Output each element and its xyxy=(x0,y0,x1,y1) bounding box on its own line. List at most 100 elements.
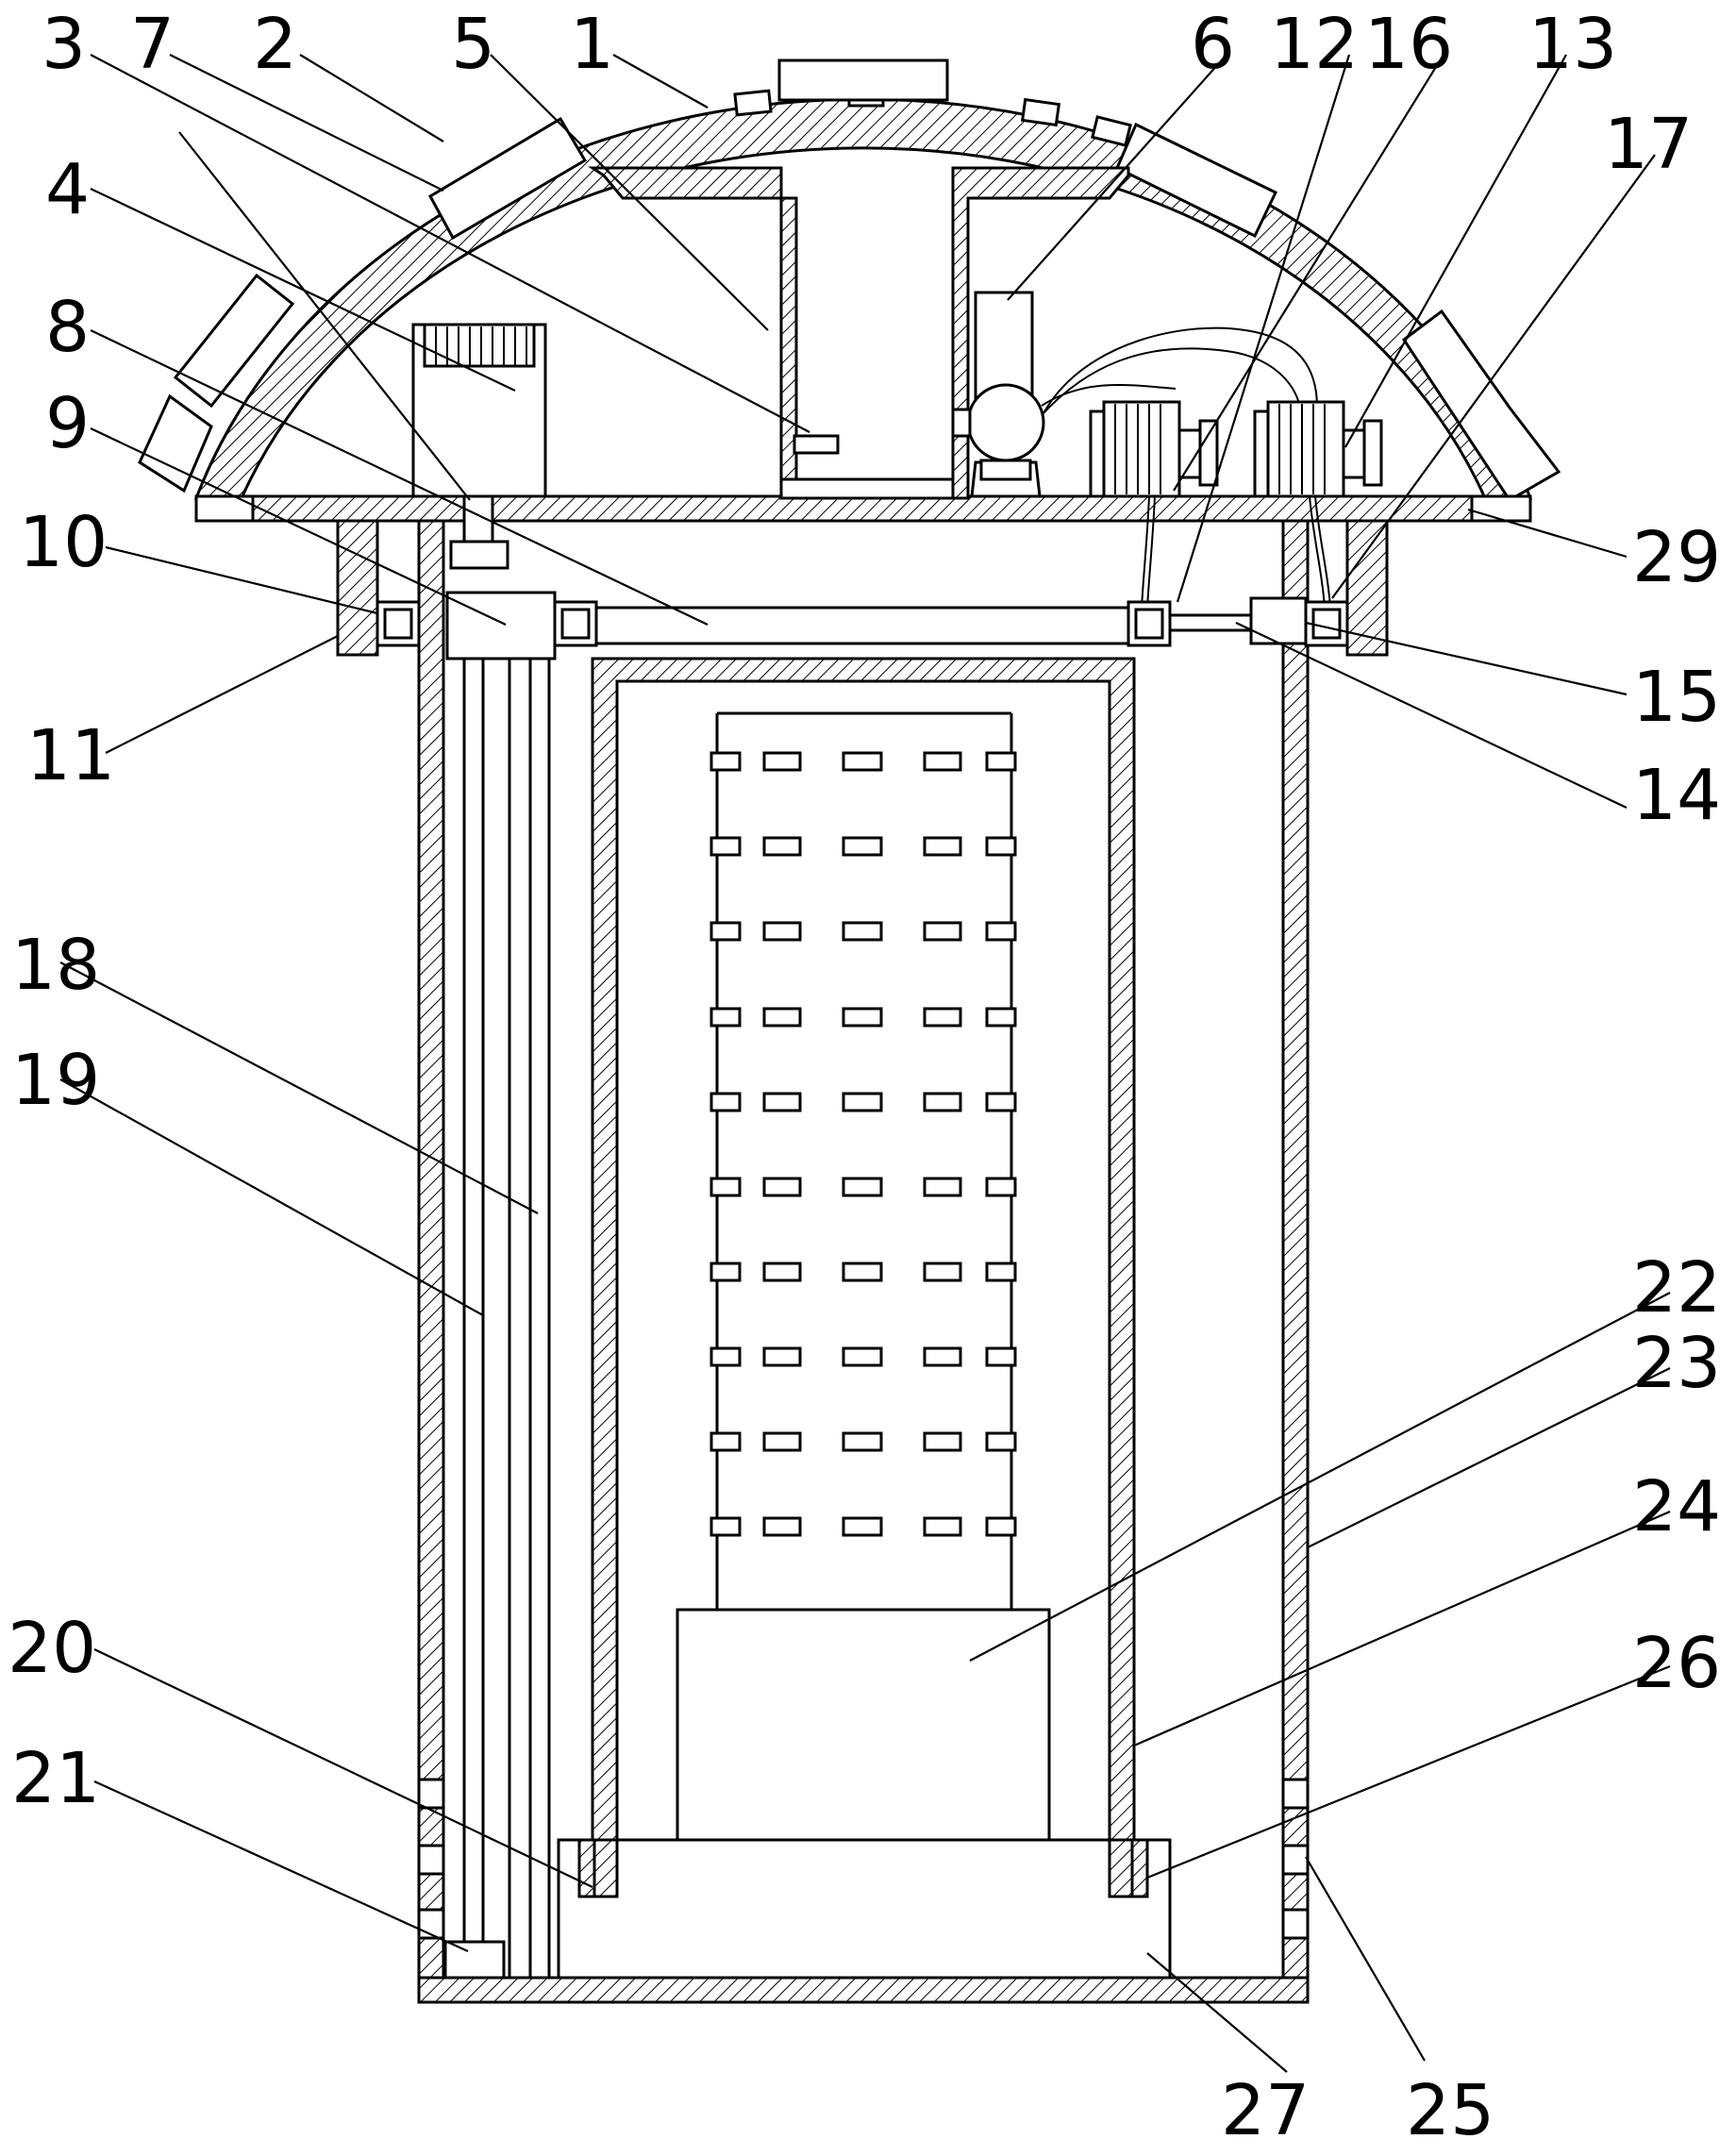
bracket-right xyxy=(1345,519,1389,657)
bottom-block xyxy=(443,1940,506,1980)
rack-slot xyxy=(709,1092,742,1112)
base-plate xyxy=(194,494,1532,523)
rack-slot xyxy=(762,1516,802,1537)
label-21: 21 xyxy=(11,1738,100,1819)
bottom-tray xyxy=(557,1838,1172,1978)
label-15: 15 xyxy=(1632,657,1721,738)
rack-slot xyxy=(842,751,883,772)
hopper-funnel xyxy=(588,166,1130,500)
rack-slot xyxy=(842,1007,883,1028)
bracket-left xyxy=(336,519,379,657)
seal-right xyxy=(1130,1838,1149,1898)
coil-unit-left xyxy=(1089,400,1219,498)
rack-slot xyxy=(985,1431,1017,1452)
rack-slot xyxy=(842,836,883,857)
rack-slot xyxy=(709,1262,742,1282)
label-25: 25 xyxy=(1406,2070,1494,2151)
rack-slot xyxy=(762,1177,802,1197)
rack-slot xyxy=(709,751,742,772)
rack-slot xyxy=(842,1092,883,1112)
rack-slot xyxy=(985,836,1017,857)
label-24: 24 xyxy=(1632,1466,1721,1547)
rack-slot xyxy=(985,1346,1017,1367)
rack-slot xyxy=(709,1431,742,1452)
rack-slot xyxy=(923,1346,962,1367)
part-labels: 3 7 2 5 1 6 12 16 13 17 4 8 9 10 11 29 1… xyxy=(8,4,1721,2151)
rack-slot xyxy=(842,1177,883,1197)
label-3: 3 xyxy=(42,4,86,85)
rack-slot xyxy=(709,921,742,942)
bearings xyxy=(376,600,1349,647)
label-19: 19 xyxy=(11,1040,100,1121)
dome-panels xyxy=(138,116,1561,503)
rack-slot xyxy=(762,921,802,942)
rack-slot xyxy=(762,1007,802,1028)
label-20: 20 xyxy=(8,1608,96,1689)
rack-slot xyxy=(985,1092,1017,1112)
rack-slot xyxy=(709,1177,742,1197)
rack-slot xyxy=(762,751,802,772)
rack-slot xyxy=(985,1262,1017,1282)
rack-slot xyxy=(985,1516,1017,1537)
rack-slot xyxy=(923,1431,962,1452)
label-26: 26 xyxy=(1632,1623,1721,1704)
label-23: 23 xyxy=(1632,1323,1721,1404)
label-1: 1 xyxy=(570,4,614,85)
seal-left xyxy=(577,1838,596,1898)
label-17: 17 xyxy=(1604,104,1693,185)
top-knob xyxy=(777,58,949,102)
base-box xyxy=(676,1608,1051,1842)
label-22: 22 xyxy=(1632,1247,1721,1329)
rack-slot xyxy=(923,1177,962,1197)
inner-chamber xyxy=(591,657,1136,1898)
motor xyxy=(411,323,547,498)
rack-slot xyxy=(985,921,1017,942)
rack-slot xyxy=(709,836,742,857)
label-6: 6 xyxy=(1191,4,1235,85)
slider-block xyxy=(445,591,557,660)
label-11: 11 xyxy=(26,715,115,796)
label-16: 16 xyxy=(1364,4,1453,85)
rack-slot xyxy=(762,1092,802,1112)
label-7: 7 xyxy=(130,4,175,85)
rack-slot xyxy=(985,1177,1017,1197)
rack-slot xyxy=(762,1346,802,1367)
rack-slot xyxy=(709,1516,742,1537)
rack-slot xyxy=(762,1262,802,1282)
right-block xyxy=(1249,596,1308,645)
label-18: 18 xyxy=(11,925,100,1006)
rack-slot xyxy=(923,1516,962,1537)
label-29: 29 xyxy=(1632,517,1721,598)
horizontal-rail xyxy=(594,606,1130,645)
slotted-rack xyxy=(715,711,1013,1610)
rack-slot xyxy=(923,1262,962,1282)
label-8: 8 xyxy=(45,287,90,368)
rack-slot xyxy=(762,836,802,857)
coil-unit-right xyxy=(1253,400,1383,498)
label-10: 10 xyxy=(19,502,108,583)
rack-slot xyxy=(762,1431,802,1452)
label-2: 2 xyxy=(253,4,297,85)
rack-slot xyxy=(842,1346,883,1367)
rack-slot xyxy=(842,1262,883,1282)
rack-slot xyxy=(923,751,962,772)
rack-slot xyxy=(923,1007,962,1028)
label-13: 13 xyxy=(1528,4,1617,85)
pump-assembly xyxy=(951,291,1319,498)
label-27: 27 xyxy=(1221,2070,1310,2151)
label-5: 5 xyxy=(451,4,495,85)
rack-slot xyxy=(923,836,962,857)
rack-slot xyxy=(709,1007,742,1028)
label-9: 9 xyxy=(45,383,90,464)
rack-slot xyxy=(923,921,962,942)
rack-slot xyxy=(709,1346,742,1367)
rack-slot xyxy=(842,1431,883,1452)
leader-lines xyxy=(59,54,1671,2073)
outer-housing xyxy=(417,519,1310,2004)
label-4: 4 xyxy=(45,149,90,230)
rack-slot xyxy=(842,921,883,942)
label-14: 14 xyxy=(1632,755,1721,836)
label-12: 12 xyxy=(1270,4,1359,85)
rack-slot xyxy=(985,1007,1017,1028)
